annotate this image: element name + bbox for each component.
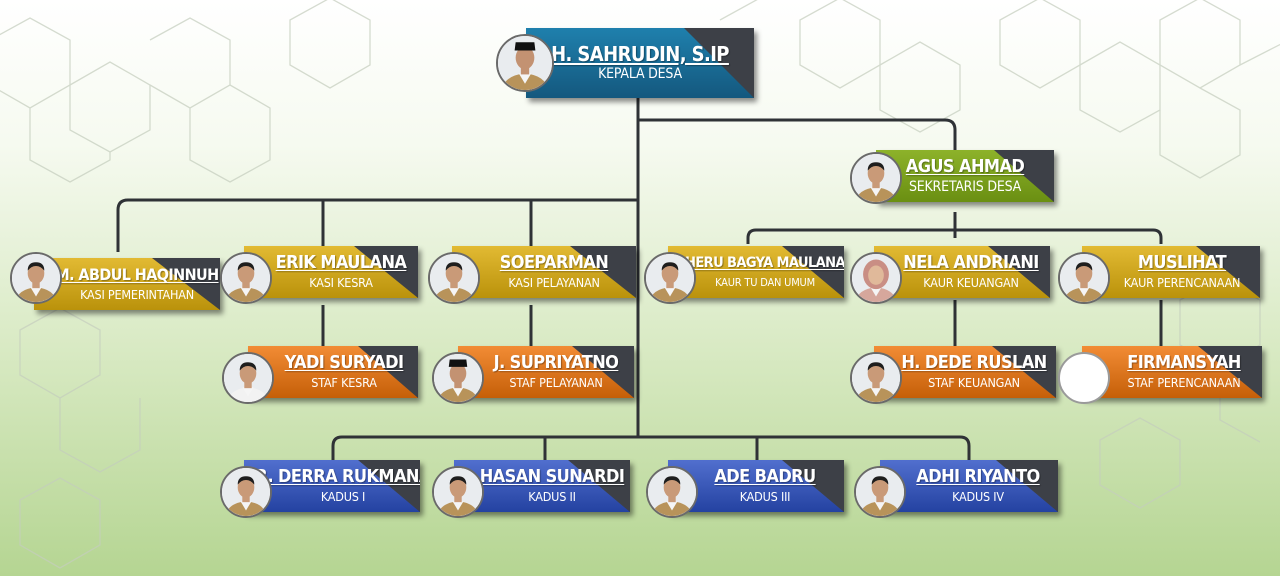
kasi-pelayanan-banner: SOEPARMAN KASI PELAYANAN — [452, 246, 636, 298]
staf-perencanaan-photo-placeholder — [1058, 352, 1110, 404]
kaur-keuangan-photo — [850, 252, 902, 304]
sekretaris-desa-banner: AGUS AHMAD SEKRETARIS DESA — [876, 150, 1054, 202]
kepala-desa-role: KEPALA DESA — [598, 66, 682, 82]
staf-perencanaan-name: FIRMANSYAH — [1127, 352, 1241, 373]
kaur-keuangan-banner: NELA ANDRIANI KAUR KEUANGAN — [874, 246, 1050, 298]
kasi-pelayanan-name: SOEPARMAN — [499, 252, 609, 273]
kadus-1-photo — [220, 466, 272, 518]
person-portrait-icon — [648, 468, 696, 516]
person-portrait-icon — [646, 254, 694, 302]
person-portrait-icon — [222, 254, 270, 302]
person-portrait-icon — [852, 154, 900, 202]
staf-keuangan-role: STAF KEUANGAN — [928, 375, 1020, 390]
kaur-keuangan-name: NELA ANDRIANI — [903, 252, 1039, 273]
kaur-perencanaan-photo — [1058, 252, 1110, 304]
person-portrait-icon — [434, 468, 482, 516]
kaur-tu-umum-banner: HERU BAGYA MAULANA KAUR TU DAN UMUM — [668, 246, 844, 298]
kaur-perencanaan-role: KAUR PERENCANAAN — [1123, 275, 1241, 290]
kadus-2-photo — [432, 466, 484, 518]
kaur-tu-umum-photo — [644, 252, 696, 304]
kadus-4-photo — [854, 466, 906, 518]
kasi-pemerintahan-banner: M. ABDUL HAQINNUH KASI PEMERINTAHAN — [34, 258, 220, 310]
kadus-2-role: KADUS II — [528, 489, 576, 504]
sekretaris-desa-name: AGUS AHMAD — [905, 156, 1025, 177]
kadus-1-banner: R. DERRA RUKMANA KADUS I — [244, 460, 420, 512]
kadus-4-name: ADHI RIYANTO — [916, 466, 1040, 487]
person-portrait-icon — [1060, 254, 1108, 302]
person-portrait-icon — [12, 254, 60, 302]
kaur-perencanaan-name: MUSLIHAT — [1137, 252, 1227, 273]
staf-kesra-role: STAF KESRA — [311, 375, 377, 390]
staf-pelayanan-banner: J. SUPRIYATNO STAF PELAYANAN — [458, 346, 634, 398]
kadus-3-role: KADUS III — [739, 489, 791, 504]
person-portrait-icon — [498, 36, 552, 90]
person-portrait-icon — [434, 354, 482, 402]
kepala-desa-name: H. SAHRUDIN, S.IP — [551, 42, 729, 66]
kadus-3-photo — [646, 466, 698, 518]
staf-perencanaan-banner: FIRMANSYAH STAF PERENCANAAN — [1082, 346, 1262, 398]
person-portrait-icon — [852, 354, 900, 402]
person-portrait-icon — [856, 468, 904, 516]
sekretaris-desa-photo — [850, 152, 902, 204]
kadus-2-name: HASAN SUNARDI — [479, 466, 625, 487]
staf-pelayanan-photo — [432, 352, 484, 404]
kadus-1-role: KADUS I — [320, 489, 366, 504]
kepala-desa-photo — [496, 34, 554, 92]
staf-keuangan-banner: H. DEDE RUSLAN STAF KEUANGAN — [874, 346, 1056, 398]
kasi-kesra-role: KASI KESRA — [309, 275, 373, 290]
staf-kesra-name: YADI SURYADI — [284, 352, 404, 373]
person-portrait-icon — [852, 254, 900, 302]
kasi-kesra-name: ERIK MAULANA — [275, 252, 407, 273]
staf-keuangan-name: H. DEDE RUSLAN — [901, 352, 1047, 373]
kaur-tu-umum-name: HERU BAGYA MAULANA — [685, 255, 844, 271]
kaur-keuangan-role: KAUR KEUANGAN — [923, 275, 1019, 290]
kasi-kesra-banner: ERIK MAULANA KASI KESRA — [244, 246, 418, 298]
staf-kesra-banner: YADI SURYADI STAF KESRA — [248, 346, 418, 398]
kadus-4-banner: ADHI RIYANTO KADUS IV — [880, 460, 1058, 512]
kaur-perencanaan-banner: MUSLIHAT KAUR PERENCANAAN — [1082, 246, 1260, 298]
kasi-pemerintahan-name: M. ABDUL HAQINNUH — [55, 265, 219, 284]
kasi-pelayanan-role: KASI PELAYANAN — [508, 275, 600, 290]
kaur-tu-umum-role: KAUR TU DAN UMUM — [715, 276, 815, 289]
sekretaris-desa-role: SEKRETARIS DESA — [908, 179, 1022, 195]
kasi-pemerintahan-photo — [10, 252, 62, 304]
staf-perencanaan-role: STAF PERENCANAAN — [1127, 375, 1241, 390]
staf-pelayanan-role: STAF PELAYANAN — [509, 375, 603, 390]
person-portrait-icon — [430, 254, 478, 302]
person-portrait-icon — [222, 468, 270, 516]
kasi-pemerintahan-role: KASI PEMERINTAHAN — [80, 287, 194, 302]
kepala-desa-banner: H. SAHRUDIN, S.IP KEPALA DESA — [526, 28, 754, 98]
person-portrait-icon — [224, 354, 272, 402]
staf-keuangan-photo — [850, 352, 902, 404]
kasi-pelayanan-photo — [428, 252, 480, 304]
kasi-kesra-photo — [220, 252, 272, 304]
staf-kesra-photo — [222, 352, 274, 404]
kadus-1-name: R. DERRA RUKMANA — [255, 466, 420, 487]
kadus-4-role: KADUS IV — [952, 489, 1004, 504]
kadus-3-name: ADE BADRU — [714, 466, 816, 487]
staf-pelayanan-name: J. SUPRIYATNO — [493, 352, 619, 373]
